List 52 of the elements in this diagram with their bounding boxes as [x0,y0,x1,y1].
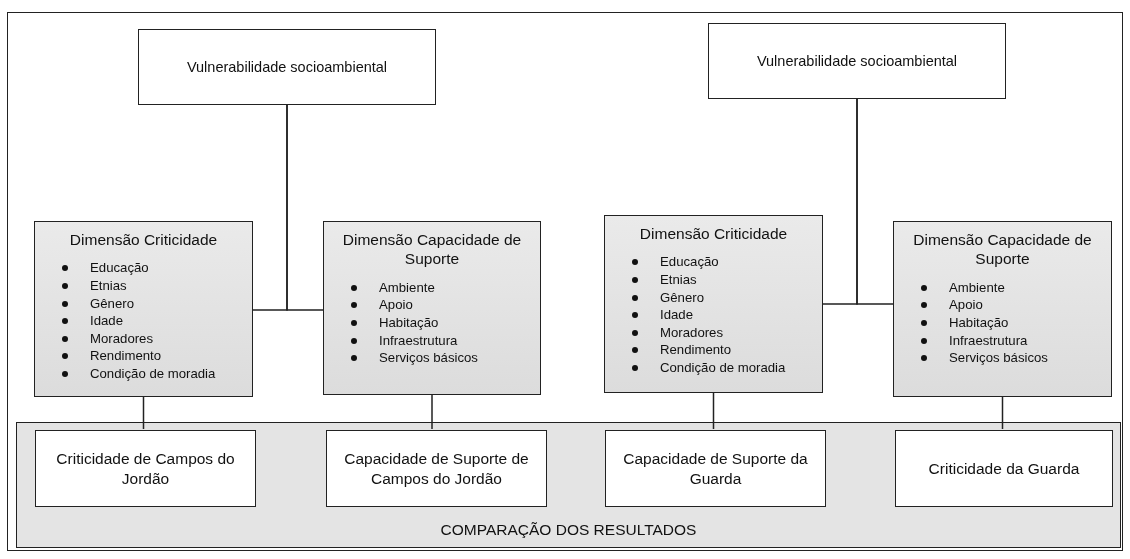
connector-line [431,394,433,430]
comparison-band [16,422,1121,548]
box-label: Vulnerabilidade socioambiental [186,57,388,77]
bullet-item: Condição de moradia [613,358,814,377]
band-label: COMPARAÇÃO DOS RESULTADOS [440,519,697,539]
concept-box [138,29,436,105]
result-box [605,430,826,507]
dimension-box [34,221,253,397]
bullet-item: Rendimento [613,341,814,359]
bullet-item: Moradores [613,323,814,342]
dimension-heading: Dimensão Capacidade de Suporte [912,230,1093,269]
bullet-item: Infraestrutura [902,331,1103,350]
bullet-item: Habitação [332,313,532,332]
dimension-box [604,215,823,393]
dimension-heading: Dimensão Capacidade de Suporte [341,230,523,269]
bullet-item: Etnias [43,276,244,295]
bullet-item: Habitação [902,313,1103,332]
result-box [35,430,256,507]
connector-line [142,396,145,430]
connector-line [712,392,715,430]
bullet-item: Infraestrutura [332,331,532,350]
bullet-item: Gênero [43,294,244,313]
bullet-item: Etnias [613,270,814,289]
bullet-item: Ambiente [902,278,1103,297]
bullet-item: Apoio [332,296,532,314]
box-label: Capacidade de Suporte da Guarda [622,449,809,488]
bullet-item: Gênero [613,288,814,307]
box-label: Criticidade da Guarda [928,458,1080,479]
box-label: Capacidade de Suporte de Campos do Jordão [343,449,530,488]
bullet-item: Condição de moradia [43,364,244,383]
bullet-item: Educação [43,259,244,277]
bullet-item: Serviços básicos [332,349,532,367]
bullet-item: Serviços básicos [902,349,1103,367]
box-label: Vulnerabilidade socioambiental [756,51,958,71]
dimension-heading: Dimensão Criticidade [68,230,219,250]
bullet-item: Educação [613,253,814,271]
bullet-item: Moradores [43,329,244,348]
dimension-box [323,221,541,395]
connector-line [856,98,894,305]
concept-box [708,23,1006,99]
box-label: Criticidade de Campos do Jordão [55,449,236,488]
bullet-item: Idade [43,312,244,330]
connector-line [1001,396,1004,430]
bullet-item: Apoio [902,296,1103,314]
connector-line [286,104,324,311]
dimension-box [893,221,1112,397]
result-box [895,430,1113,507]
bullet-item: Rendimento [43,347,244,365]
bullet-item: Idade [613,306,814,324]
bullet-item: Ambiente [332,278,532,297]
dimension-heading: Dimensão Criticidade [638,224,789,244]
result-box [326,430,547,507]
